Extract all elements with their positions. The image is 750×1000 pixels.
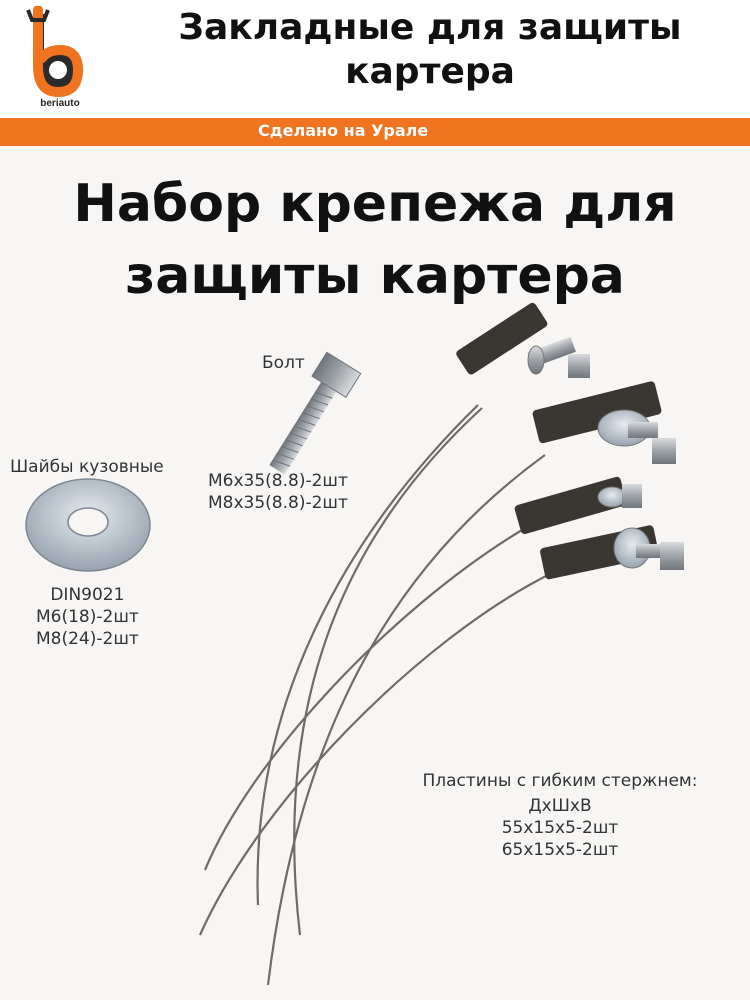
main-title-line1: Набор крепежа для [73, 174, 677, 234]
header-title-line1: Закладные для защиты [178, 7, 682, 48]
plates-spec-line2: 55х15х5-2шт [501, 818, 619, 838]
header-title-line2: картера [345, 51, 515, 92]
main-title-line2: защиты картера [125, 246, 625, 306]
washer-spec-line3: М8(24)-2шт [36, 629, 139, 649]
plate-image-2 [532, 381, 676, 464]
main-title: Набор крепежа для защиты картера [0, 168, 750, 312]
plate-image-4 [540, 525, 684, 580]
beriauto-logo [26, 6, 84, 98]
bolt-image [269, 351, 362, 475]
washer-label: Шайбы кузовные [10, 457, 164, 477]
origin-text: Сделано на Урале [258, 121, 429, 140]
washer-spec: DIN9021 М6(18)-2шт М8(24)-2шт [36, 584, 139, 650]
plates-label: Пластины с гибким стержнем: [422, 771, 698, 791]
bolt-label: Болт [262, 353, 305, 373]
header-title: Закладные для защиты картера [115, 6, 745, 94]
logo-text: beriauto [40, 98, 80, 109]
plates-spec-line1: ДхШхВ [528, 796, 592, 816]
washer-spec-line2: М6(18)-2шт [36, 607, 139, 627]
flexible-rods [198, 404, 549, 986]
bolt-spec: М6х35(8.8)-2шт М8х35(8.8)-2шт [208, 470, 348, 514]
plates-spec: ДхШхВ 55х15х5-2шт 65х15х5-2шт [405, 795, 715, 861]
origin-band: Сделано на Урале [0, 118, 750, 146]
washer-image [25, 478, 151, 572]
plates-spec-line3: 65х15х5-2шт [501, 840, 619, 860]
bolt-spec-line2: М8х35(8.8)-2шт [208, 493, 348, 513]
header: beriauto Закладные для защиты картера [0, 0, 750, 118]
plate-image-1 [456, 302, 590, 378]
washer-spec-line1: DIN9021 [50, 585, 125, 605]
plate-image-3 [514, 476, 642, 535]
bolt-spec-line1: М6х35(8.8)-2шт [208, 471, 348, 491]
